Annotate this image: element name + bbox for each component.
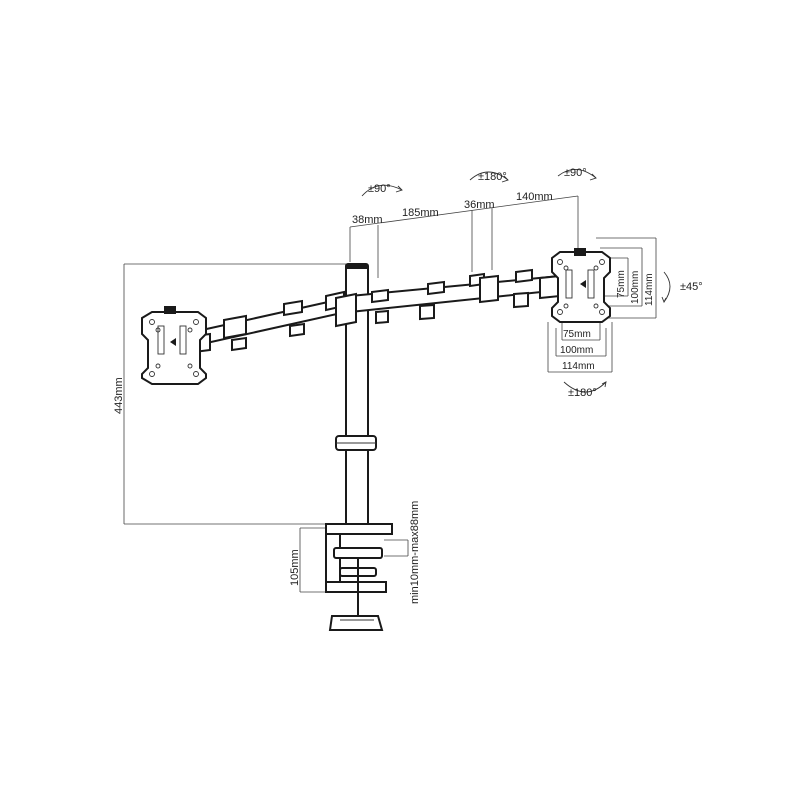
right-arm	[335, 268, 561, 328]
desk-clamp	[325, 523, 393, 631]
tilt-arrow-icon	[663, 271, 671, 303]
label-vesa-h-100: 100mm	[630, 271, 641, 304]
left-vesa-plate	[141, 306, 207, 385]
label-rotate: ±180°	[568, 387, 597, 399]
left-arm	[193, 290, 347, 354]
label-elbow: ±180°	[478, 171, 507, 183]
labels: 38mm 185mm 36mm 140mm ±90° ±180° ±90° ±4…	[113, 167, 703, 604]
label-arm-swivel: ±90°	[368, 183, 391, 195]
label-tilt: ±45°	[680, 281, 703, 293]
right-vesa-plate	[551, 248, 611, 323]
arm-swivel-arrow-icon	[361, 184, 403, 197]
label-vesa-w-114: 114mm	[562, 361, 595, 372]
label-seg-185: 185mm	[402, 207, 439, 219]
label-height-443: 443mm	[113, 377, 125, 414]
label-vesa-h-114: 114mm	[644, 273, 655, 306]
elbow-rotation-arrow-icon	[469, 171, 509, 181]
label-seg-36: 36mm	[464, 199, 495, 211]
label-vesa-w-75: 75mm	[563, 329, 591, 340]
label-clamp-105: 105mm	[289, 549, 301, 586]
label-vesa-w-100: 100mm	[560, 345, 593, 356]
label-head-swivel: ±90°	[564, 167, 587, 179]
dimension-lines	[123, 195, 657, 593]
label-seg-140: 140mm	[516, 191, 553, 203]
rotation-arrows	[361, 169, 671, 393]
label-vesa-h-75: 75mm	[616, 270, 627, 298]
clamp-knob	[328, 615, 384, 631]
rotate-arrow-icon	[563, 381, 607, 393]
label-seg-38: 38mm	[352, 214, 383, 226]
head-swivel-arrow-icon	[557, 169, 597, 179]
label-desk-thickness: min10mm-max88mm	[409, 501, 421, 604]
